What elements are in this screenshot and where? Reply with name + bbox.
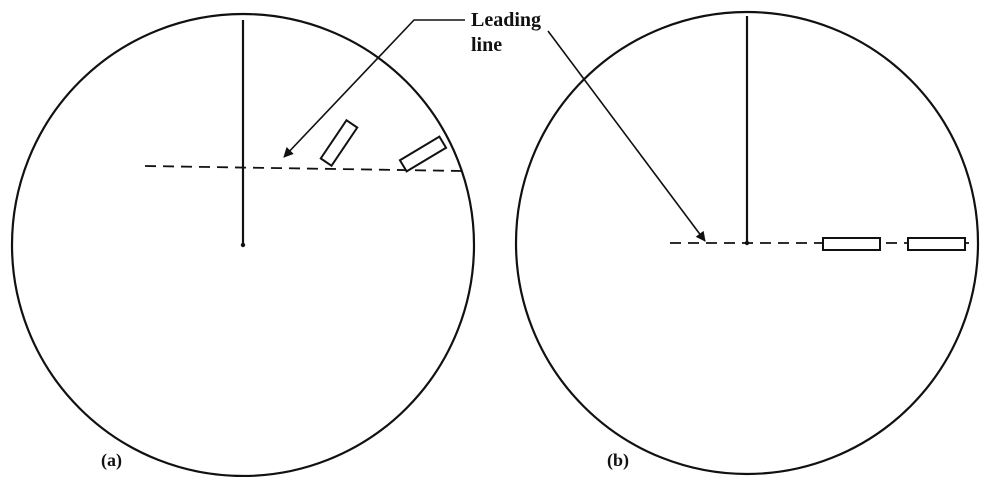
radar-scope-circle-b [514, 10, 980, 476]
callout-text-line2: line [471, 34, 502, 56]
echo-target-near-a [319, 118, 359, 168]
panel-a: (a) [10, 12, 476, 477]
echo-target-far-a [398, 135, 448, 173]
own-ship-dot-a [240, 242, 246, 248]
callout-text-line1: Leading [471, 9, 541, 31]
radar-scope-circle-a [10, 12, 476, 477]
echo-target-near-b [822, 237, 881, 251]
echo-target-far-b [907, 237, 966, 251]
panel-label-b: (b) [607, 450, 629, 471]
leader-arrow-to-panel-a [283, 19, 465, 158]
leading-line-callout: Leading line [283, 9, 706, 242]
panel-b: (b) [514, 10, 980, 476]
leader-arrow-to-panel-b [547, 30, 706, 242]
panel-label-a: (a) [101, 450, 122, 471]
